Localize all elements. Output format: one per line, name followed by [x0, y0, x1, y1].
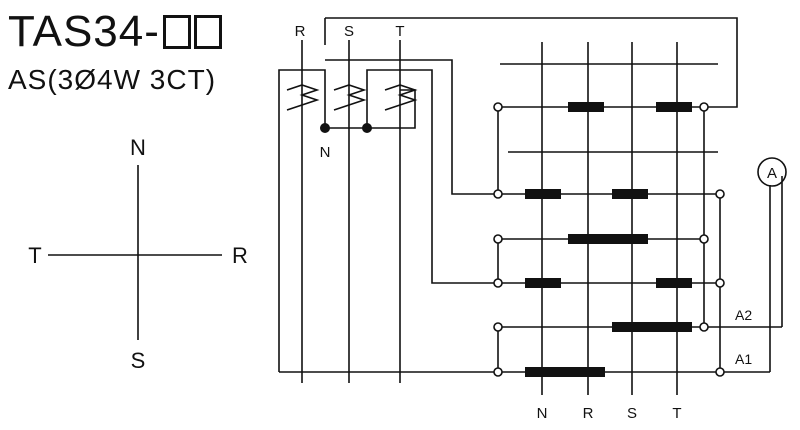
ammeter-symbol: A: [767, 165, 777, 182]
switch-rows: [279, 106, 730, 373]
ct-label-neutral: N: [320, 144, 331, 161]
suffix-box-1: [162, 15, 191, 49]
ct-label-t: T: [395, 23, 404, 40]
model-code: TAS34-: [8, 7, 160, 56]
model-subtitle: AS(3Ø4W 3CT): [8, 64, 217, 95]
suffix-box-2: [193, 15, 222, 49]
ammeter-wiring: [720, 176, 783, 373]
ammeter-terminal-a1: A1: [735, 351, 752, 367]
compass-cross: [48, 165, 222, 340]
contacts: [525, 102, 692, 377]
ct-label-s: S: [344, 23, 354, 40]
ammeter-circle: [757, 157, 787, 187]
model-suffix-boxes: [160, 10, 222, 54]
compass-right-label: R: [232, 243, 248, 268]
compass-bottom-label: S: [131, 348, 146, 373]
terminals: [493, 102, 725, 377]
ct-label-r: R: [295, 23, 306, 40]
ammeter-terminal-a2: A2: [735, 307, 752, 323]
model-title: TAS34-: [8, 10, 222, 54]
bottom-terminal-label: N: [537, 405, 548, 422]
busbar-lines: [541, 42, 678, 395]
bottom-terminal-label: S: [627, 405, 637, 422]
ct-leads: [278, 17, 738, 372]
compass-top-label: N: [130, 135, 146, 160]
ct-coils: [286, 84, 418, 111]
junction-dots: [320, 123, 372, 133]
ct-vertical-wires: [301, 40, 401, 383]
compass-left-label: T: [28, 243, 41, 268]
bottom-terminal-label: R: [583, 405, 594, 422]
bottom-terminal-label: T: [672, 405, 681, 422]
